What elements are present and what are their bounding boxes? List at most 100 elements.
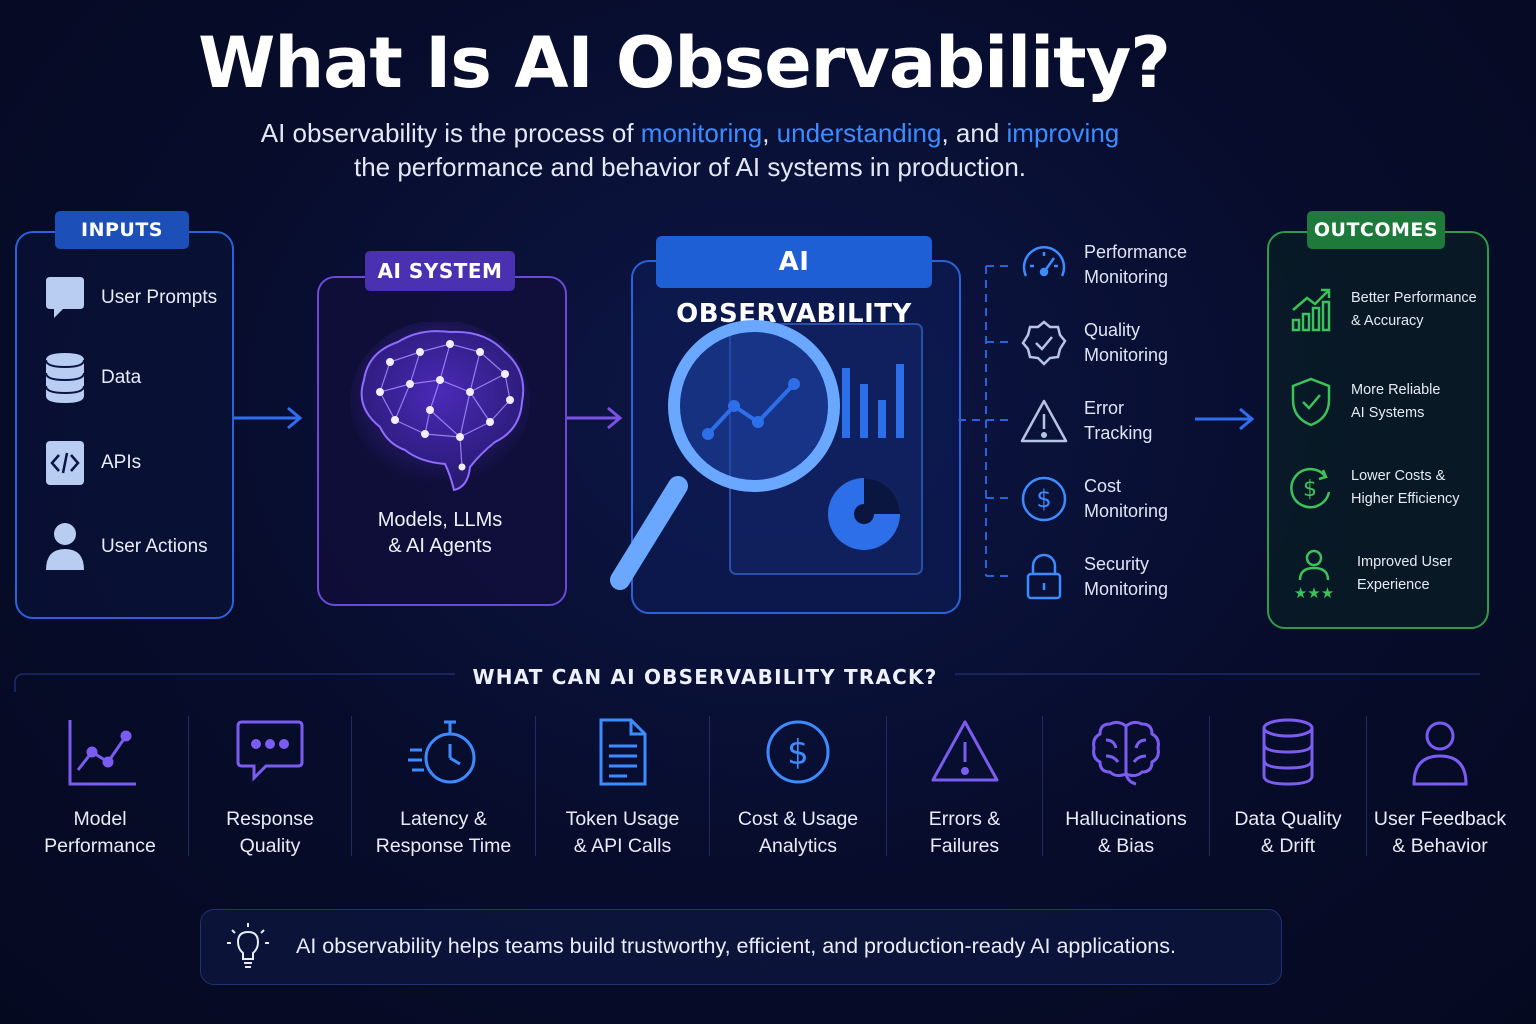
- caption-line: Models, LLMs: [377, 509, 503, 531]
- track-label-line: Failures: [929, 835, 1000, 857]
- ai-system-tag: AI SYSTEM: [365, 251, 515, 291]
- monitor-label: Cost Monitoring: [1084, 474, 1214, 524]
- monitor-label-line: Monitoring: [1084, 267, 1169, 287]
- track-label: Cost & Usage Analytics: [711, 806, 885, 860]
- subtitle-text: AI observability is the process of: [260, 118, 641, 148]
- track-label-line: Performance: [44, 835, 156, 857]
- input-item-data: Data: [45, 352, 141, 404]
- gauge-icon: [1022, 246, 1066, 277]
- user-stars-icon: ★★★: [1294, 549, 1334, 600]
- page-subtitle: AI observability is the process of monit…: [140, 116, 1240, 184]
- database-icon: [45, 353, 85, 403]
- database-icon: [1262, 718, 1314, 786]
- input-label: Data: [101, 367, 142, 388]
- monitor-label-line: Monitoring: [1084, 345, 1169, 365]
- growth-chart-icon: [1291, 288, 1331, 332]
- caption-line: & AI Agents: [388, 535, 492, 557]
- lock-icon: [1026, 553, 1062, 600]
- code-icon: [46, 441, 84, 485]
- track-item-latency: Latency & Response Time: [353, 712, 534, 862]
- inputs-tag: INPUTS: [55, 211, 189, 249]
- track-label-line: Response: [226, 808, 314, 830]
- input-item-user-prompts: User Prompts: [45, 275, 217, 321]
- track-label: Data Quality & Drift: [1211, 806, 1365, 860]
- warning-icon: [1020, 399, 1068, 443]
- track-label-line: Errors &: [928, 808, 1001, 830]
- track-label-line: Data Quality: [1234, 808, 1342, 830]
- track-item-errors: Errors & Failures: [888, 712, 1041, 862]
- track-label-line: & Drift: [1260, 835, 1316, 857]
- track-label: Hallucinations & Bias: [1044, 806, 1208, 860]
- monitor-label-line: Error: [1084, 398, 1124, 418]
- outcome-label-line: Experience: [1357, 577, 1430, 593]
- monitor-item-security: Security Monitoring: [1020, 552, 1214, 602]
- divider: [886, 716, 887, 856]
- divider: [535, 716, 536, 856]
- input-item-user-actions: User Actions: [45, 522, 208, 572]
- monitor-label-line: Monitoring: [1084, 579, 1169, 599]
- outcome-label-line: AI Systems: [1351, 405, 1425, 421]
- pie-chart-icon: [828, 478, 900, 550]
- ai-system-caption: Models, LLMs & AI Agents: [317, 507, 563, 559]
- track-label: User Feedback & Behavior: [1368, 806, 1512, 860]
- track-label-line: Token Usage: [565, 808, 680, 830]
- neural-brain-icon: [350, 322, 530, 492]
- track-item-cost-usage: $ Cost & Usage Analytics: [711, 712, 885, 862]
- monitoring-bracket: [958, 265, 1008, 577]
- track-item-model-performance: Model Performance: [15, 712, 185, 862]
- divider: [1042, 716, 1043, 856]
- track-section-title: WHAT CAN AI OBSERVABILITY TRACK?: [472, 665, 938, 689]
- track-item-user-feedback: User Feedback & Behavior: [1368, 712, 1512, 862]
- monitor-label-line: Security: [1084, 554, 1150, 574]
- outcome-label: Improved User Experience: [1357, 551, 1487, 597]
- track-label: Token Usage & API Calls: [537, 806, 708, 860]
- monitor-label: Security Monitoring: [1084, 552, 1214, 602]
- outcome-label-line: Better Performance: [1351, 290, 1477, 306]
- track-label: Latency & Response Time: [353, 806, 534, 860]
- track-section-divider: [14, 673, 1480, 692]
- track-label-line: Analytics: [758, 835, 838, 857]
- outcome-item-performance: Better Performance & Accuracy: [1289, 286, 1481, 334]
- svg-text:$: $: [1036, 485, 1051, 513]
- footer-callout: [200, 909, 1282, 985]
- track-label-line: & Behavior: [1392, 835, 1488, 857]
- monitor-label-line: Monitoring: [1084, 501, 1169, 521]
- outcome-item-experience: ★★★ Improved User Experience: [1289, 548, 1487, 600]
- monitor-label: Performance Monitoring: [1084, 240, 1214, 290]
- monitor-label-line: Tracking: [1084, 423, 1153, 443]
- keyword-understanding: understanding: [776, 118, 942, 148]
- outcomes-tag: OUTCOMES: [1307, 211, 1445, 249]
- observability-tag: AI OBSERVABILITY: [656, 236, 932, 329]
- magnifier-analytics-icon: [610, 320, 923, 590]
- user-outline-icon: [1412, 721, 1468, 786]
- monitor-item-quality: Quality Monitoring: [1020, 318, 1214, 368]
- track-label-line: User Feedback: [1373, 808, 1507, 830]
- track-item-data-quality: Data Quality & Drift: [1211, 712, 1365, 862]
- monitor-label-line: Quality: [1084, 320, 1141, 340]
- brain-icon: [1092, 720, 1160, 786]
- arrow-to-outcomes: [1195, 407, 1255, 431]
- monitor-label-line: Performance: [1084, 242, 1188, 262]
- track-label-line: Cost & Usage: [737, 808, 859, 830]
- arrow-system-to-observability: [565, 406, 623, 430]
- track-label-line: Quality: [239, 835, 301, 857]
- chat-dots-icon: [236, 720, 304, 782]
- line-chart-icon: [68, 720, 136, 786]
- input-label: APIs: [101, 452, 142, 473]
- chat-bubble-icon: [46, 277, 84, 318]
- track-label-line: & Bias: [1097, 835, 1155, 857]
- stopwatch-icon: [407, 720, 475, 784]
- svg-text:$: $: [1303, 477, 1317, 502]
- track-label-line: Hallucinations: [1065, 808, 1187, 830]
- input-label: User Actions: [101, 536, 208, 557]
- document-icon: [599, 718, 646, 786]
- monitor-item-error: Error Tracking: [1020, 396, 1214, 446]
- input-label: User Prompts: [101, 287, 218, 308]
- divider: [188, 716, 189, 856]
- svg-text:$: $: [787, 733, 809, 773]
- track-label: Model Performance: [15, 806, 185, 860]
- input-item-apis: APIs: [45, 440, 141, 486]
- shield-check-icon: [1291, 377, 1331, 427]
- track-label-line: Response Time: [375, 835, 512, 857]
